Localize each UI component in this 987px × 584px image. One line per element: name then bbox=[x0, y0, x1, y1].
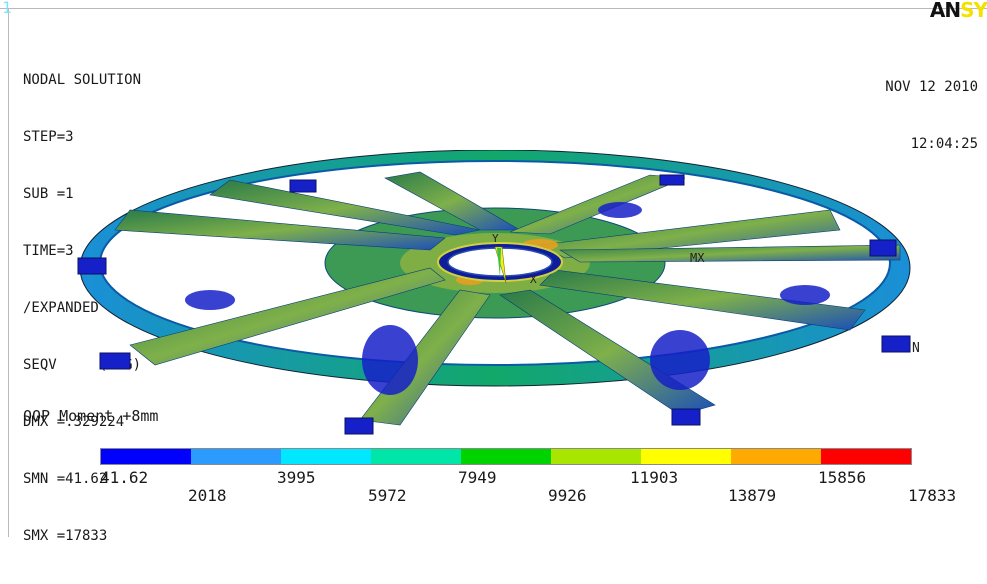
graphics-window[interactable]: 1 ANSY NODAL SOLUTION STEP=3 SUB =1 TIME… bbox=[0, 0, 987, 544]
legend-swatch bbox=[101, 449, 191, 464]
logo-text-yellow: SY bbox=[960, 0, 987, 22]
contour-legend-bar bbox=[100, 448, 912, 465]
window-frame-left bbox=[8, 8, 9, 537]
logo-text-dark: AN bbox=[929, 0, 961, 22]
info-dmx: DMX =.329224 bbox=[23, 414, 125, 430]
info-substep: SUB =1 bbox=[23, 186, 74, 202]
load-case-caption: OOP Moment +8mm bbox=[23, 407, 159, 425]
legend-swatch bbox=[191, 449, 281, 464]
info-step: STEP=3 bbox=[23, 129, 74, 145]
legend-swatch bbox=[551, 449, 641, 464]
legend-label: 7949 bbox=[458, 468, 497, 487]
legend-swatch bbox=[461, 449, 551, 464]
date-label: NOV 12 2010 bbox=[885, 79, 978, 95]
legend-label: 41.62 bbox=[100, 468, 149, 487]
marker-x: X bbox=[530, 273, 537, 286]
window-frame-top bbox=[0, 8, 987, 9]
info-expanded: /EXPANDED bbox=[23, 300, 99, 316]
legend-label: 5972 bbox=[368, 486, 407, 505]
legend-swatch bbox=[281, 449, 371, 464]
info-title: NODAL SOLUTION bbox=[23, 72, 142, 88]
marker-mx: MX bbox=[690, 251, 705, 265]
legend-swatch bbox=[371, 449, 461, 464]
model-contour-plot[interactable]: Y X MX N bbox=[60, 150, 960, 450]
ansys-logo: ANSY bbox=[930, 0, 987, 20]
info-smn: SMN =41.62 bbox=[23, 471, 108, 487]
legend-swatch bbox=[821, 449, 911, 464]
marker-mn: N bbox=[912, 341, 920, 356]
marker-y: Y bbox=[492, 232, 499, 245]
legend-label: 17833 bbox=[908, 486, 957, 505]
time-label: 12:04:25 bbox=[910, 136, 978, 152]
legend-label: 15856 bbox=[818, 468, 867, 487]
wheel-group bbox=[77, 150, 911, 435]
legend-label: 9926 bbox=[548, 486, 587, 505]
legend-label: 13879 bbox=[728, 486, 777, 505]
legend-label: 11903 bbox=[630, 468, 679, 487]
legend-label: 3995 bbox=[277, 468, 316, 487]
legend-swatch bbox=[641, 449, 731, 464]
info-time: TIME=3 bbox=[23, 243, 74, 259]
legend-label: 2018 bbox=[188, 486, 227, 505]
window-number: 1 bbox=[2, 0, 12, 17]
date-time: NOV 12 2010 12:04:25 bbox=[885, 40, 978, 192]
legend-swatch bbox=[731, 449, 821, 464]
